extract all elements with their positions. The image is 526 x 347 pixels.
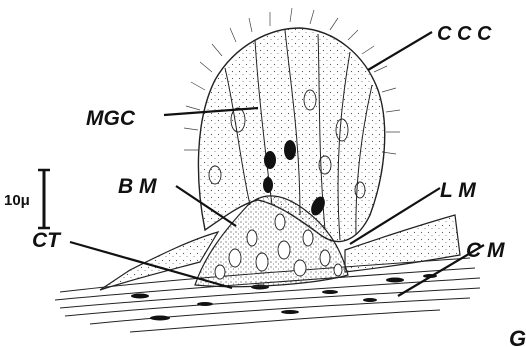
label-lm: L M	[440, 179, 476, 202]
label-cm: C M	[466, 239, 505, 262]
label-bm: B M	[118, 175, 157, 198]
scale-bar: 10μ	[4, 170, 50, 228]
label-corner: G	[509, 326, 526, 347]
label-ct: CT	[32, 229, 62, 252]
label-mgc: MGC	[86, 107, 136, 130]
leader-ccc	[368, 32, 432, 70]
label-ccc: C C C	[437, 23, 492, 45]
scale-bar-label: 10μ	[4, 192, 30, 209]
